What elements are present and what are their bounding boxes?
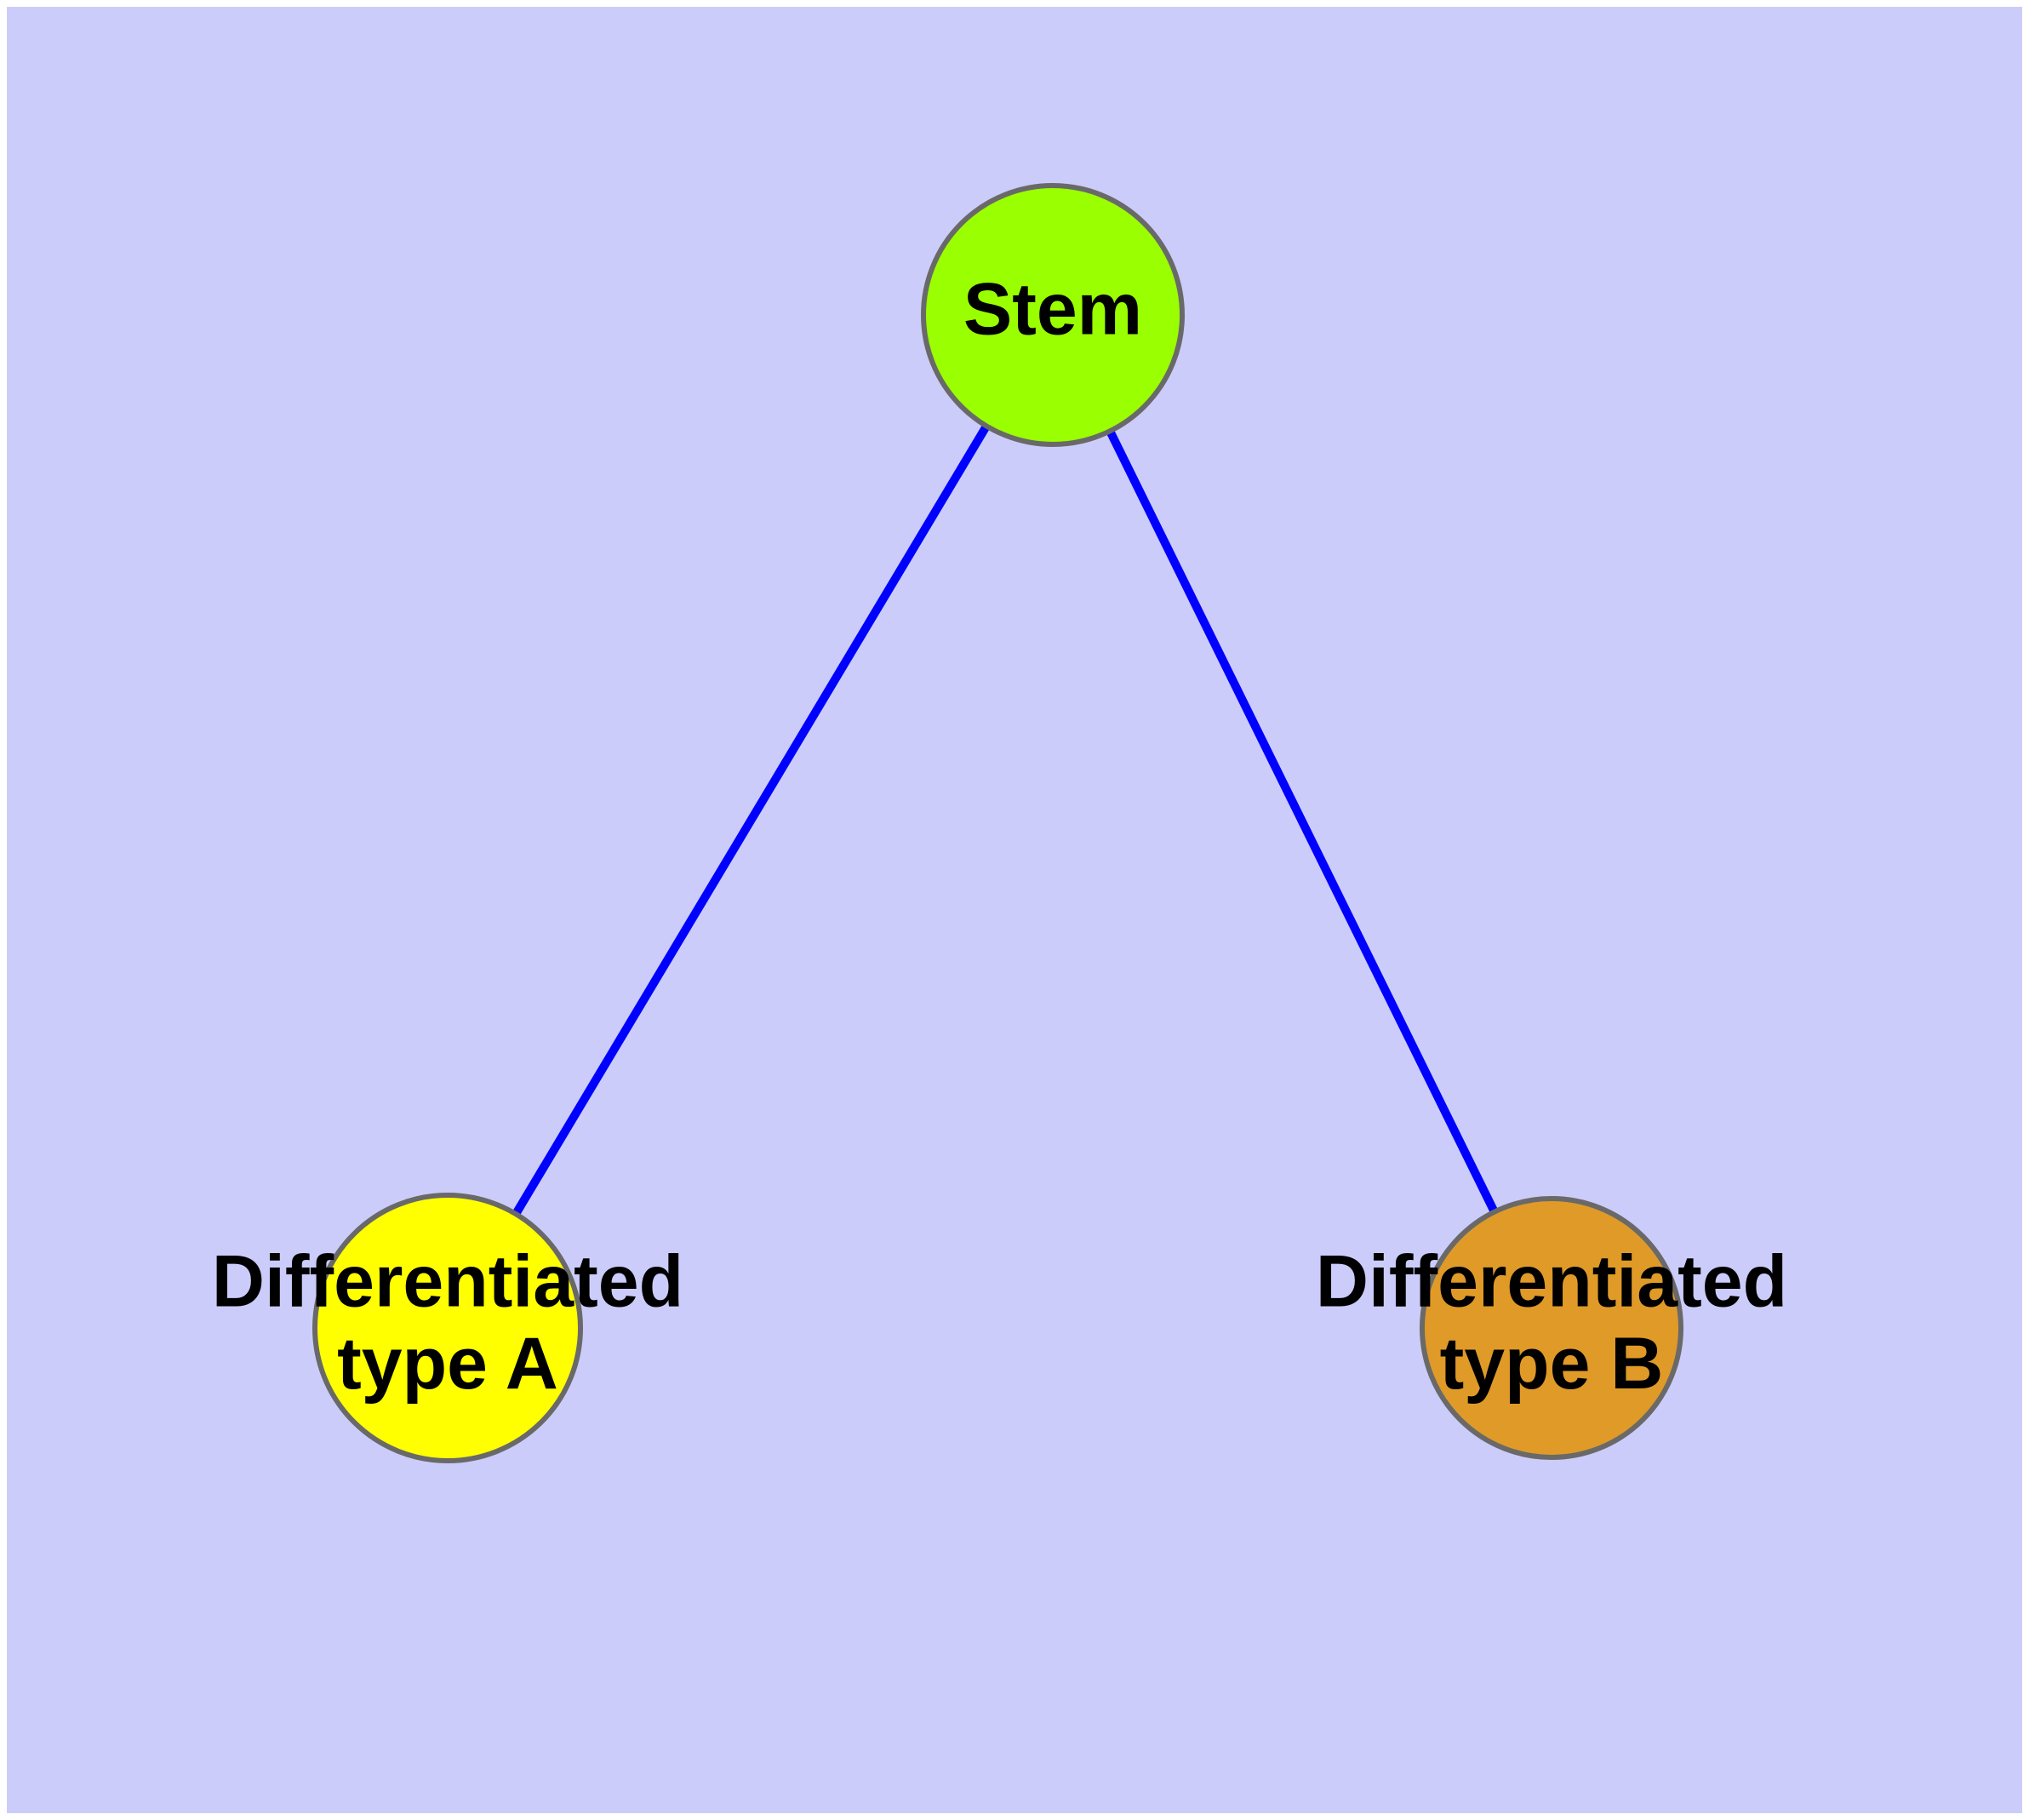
node-label-line: type B <box>1440 1323 1664 1405</box>
graph-edge-stem-to-a <box>511 422 992 1218</box>
node-layer <box>312 183 1683 1463</box>
graph-node-diff-a[interactable] <box>312 1193 583 1463</box>
node-label-line: Differentiated <box>212 1241 683 1323</box>
graph-node-stem[interactable] <box>921 183 1185 447</box>
node-label-line: Differentiated <box>1316 1241 1787 1323</box>
node-label-line: Stem <box>963 269 1142 351</box>
graph-edge-stem-to-b <box>1105 427 1500 1216</box>
node-label-line: type A <box>337 1323 558 1405</box>
graph-node-diff-b[interactable] <box>1420 1196 1683 1460</box>
edge-layer <box>511 422 1500 1218</box>
graph-node-label-stem: Stem <box>963 269 1142 351</box>
